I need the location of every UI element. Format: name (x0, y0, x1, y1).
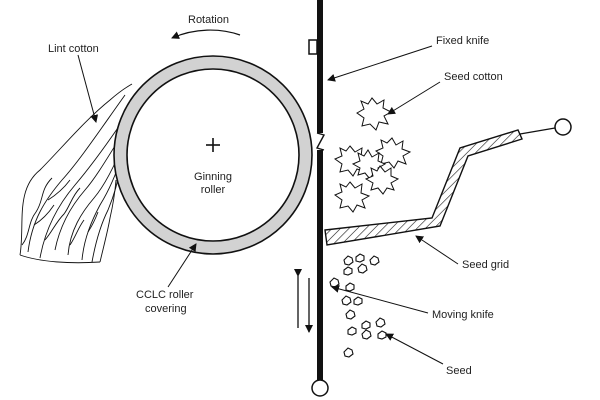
seed (345, 309, 356, 320)
seed (369, 255, 380, 266)
seed (329, 277, 340, 288)
seed (353, 296, 363, 306)
rotation-label: Rotation (188, 14, 229, 26)
seed-cotton-leader (387, 81, 441, 115)
seed (377, 330, 387, 340)
seeds (329, 253, 387, 358)
seed-grid (324, 118, 572, 246)
seed-cotton-label: Seed cotton (444, 71, 503, 83)
knife-bar (308, 0, 329, 397)
seed (361, 329, 372, 340)
seed-cotton-tuft (356, 97, 393, 131)
seed (345, 282, 355, 292)
seed-leader (385, 333, 444, 365)
lint-cotton-label: Lint cotton (48, 43, 99, 55)
moving-knife-leader (331, 284, 429, 314)
rotation-arrow (171, 29, 241, 39)
seed-grid-plate (324, 129, 523, 246)
seed-cotton-tuft (364, 165, 400, 195)
seed-grid-rod (519, 127, 556, 135)
roller-center-cross (206, 138, 220, 152)
seed-cotton-tuft (333, 181, 371, 213)
cclc-label-line1: CCLC roller (136, 289, 194, 301)
knife-nip (315, 132, 326, 151)
seed (361, 320, 371, 330)
fixed-knife-label: Fixed knife (436, 35, 489, 47)
leader-lines (77, 45, 459, 365)
seed-grid-pivot (554, 118, 572, 136)
seed (375, 317, 386, 328)
moving-knife-label: Moving knife (432, 309, 494, 321)
oscillation-arrows (294, 269, 313, 333)
fixed-knife-leader (327, 45, 433, 82)
roller-core (126, 68, 300, 242)
seed-cotton-tuft (374, 137, 412, 169)
seed (343, 255, 354, 266)
seed-cotton-tufts (333, 97, 412, 213)
seed (355, 253, 365, 263)
seed-grid-leader (415, 235, 459, 265)
ginning-roller: Ginning roller (113, 55, 313, 255)
seed (343, 347, 354, 358)
cclc-leader (167, 243, 197, 288)
fixed-knife-mount (308, 39, 318, 55)
ginning-roller-label-line2: roller (201, 184, 226, 196)
lint-cotton-fibers (19, 83, 133, 264)
seed (357, 263, 368, 274)
ginning-roller-label-line1: Ginning (194, 171, 232, 183)
seed-grid-label: Seed grid (462, 259, 509, 271)
seed (341, 295, 352, 306)
seed-label: Seed (446, 365, 472, 377)
cclc-label-line2: covering (145, 303, 187, 315)
moving-knife-pivot (311, 379, 329, 397)
seed (343, 266, 353, 276)
seed (347, 326, 357, 336)
lint-cotton-leader (77, 54, 99, 123)
